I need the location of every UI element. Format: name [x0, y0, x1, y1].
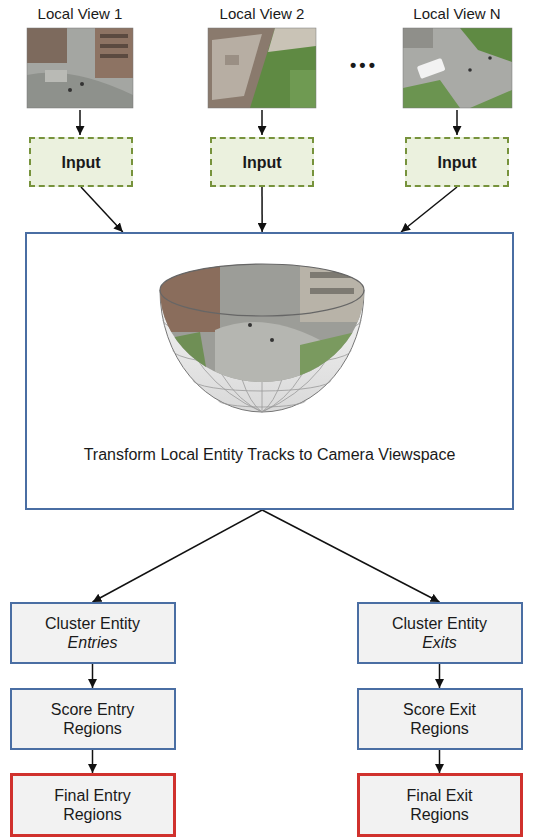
flow-arrow	[261, 187, 263, 232]
node-text: Cluster Entity	[45, 614, 140, 633]
aerial-photo	[403, 28, 512, 108]
illustration-part	[27, 73, 133, 109]
illustration-part	[488, 56, 492, 60]
illustration-part	[45, 70, 67, 82]
feed-arrow	[456, 110, 458, 135]
illustration-part	[160, 332, 210, 390]
flow-arrow	[92, 664, 94, 688]
illustration-part	[160, 262, 220, 332]
aerial-photo	[208, 28, 316, 108]
illustration-part	[212, 34, 262, 100]
flow-arrow	[262, 510, 439, 602]
node-text: Exits	[422, 633, 457, 652]
illustration-part	[403, 28, 512, 108]
photo-frame	[403, 28, 512, 108]
illustration-part	[80, 82, 84, 86]
feed-arrow	[261, 110, 263, 135]
process-box: Cluster EntityExits	[357, 602, 523, 664]
photo-frame	[208, 28, 316, 108]
illustration-part	[417, 58, 446, 79]
flow-arrow	[93, 510, 263, 602]
node-text: Transform Local Entity Tracks to Camera …	[84, 445, 456, 464]
illustration-part	[310, 288, 354, 294]
illustration-part	[468, 68, 472, 72]
node-text: Input	[437, 153, 476, 172]
aerial-photo	[27, 28, 133, 108]
illustration-part	[270, 338, 274, 342]
input-box: Input	[29, 137, 133, 187]
view-label: Local View 2	[220, 5, 305, 23]
process-box: Score Entry Regions	[10, 688, 176, 750]
photo-frame	[27, 28, 133, 108]
node-text: Input	[61, 153, 100, 172]
flow-arrow	[439, 750, 441, 773]
illustration-part	[300, 330, 364, 390]
ellipsis-mark: •••	[350, 56, 378, 74]
node-text: Final Exit Regions	[380, 786, 500, 824]
illustration-part	[470, 90, 512, 108]
illustration-part	[225, 55, 239, 65]
illustration-part	[160, 260, 364, 390]
result-box: Final Exit Regions	[357, 773, 523, 837]
flow-arrow	[81, 187, 123, 232]
illustration-part	[68, 88, 72, 92]
illustration-part	[460, 28, 512, 62]
view-label: Local View 1	[38, 5, 123, 23]
illustration-part	[268, 28, 316, 52]
node-text: Score Exit Regions	[380, 700, 500, 738]
illustration-part	[100, 44, 128, 48]
result-box: Final Entry Regions	[10, 773, 176, 837]
illustration-part	[27, 28, 133, 108]
flow-arrow	[439, 664, 441, 688]
process-box: Cluster EntityEntries	[10, 602, 176, 664]
illustration-part	[27, 28, 67, 63]
illustration-part	[95, 28, 133, 78]
flow-arrow	[401, 187, 457, 232]
illustration-part	[160, 264, 364, 316]
illustration-part	[403, 80, 460, 108]
illustration-part	[100, 34, 128, 38]
node-text: Score Entry Regions	[33, 700, 153, 738]
illustration-part	[290, 70, 316, 108]
node-text: Input	[242, 153, 281, 172]
illustration-part	[310, 272, 354, 278]
input-box: Input	[405, 137, 509, 187]
node-text: Cluster Entity	[392, 614, 487, 633]
process-box: Score Exit Regions	[357, 688, 523, 750]
illustration-part	[100, 54, 128, 58]
flow-arrow	[92, 750, 94, 773]
input-box: Input	[210, 137, 314, 187]
illustration-part	[208, 28, 316, 108]
view-label: Local View N	[413, 5, 500, 23]
node-text: Final Entry Regions	[33, 786, 153, 824]
feed-arrow	[79, 110, 81, 135]
illustration-part	[208, 28, 275, 108]
transform-box: Transform Local Entity Tracks to Camera …	[25, 232, 514, 510]
illustration-part	[160, 260, 364, 390]
node-text: Entries	[68, 633, 118, 652]
hemisphere-illustration	[160, 260, 364, 412]
illustration-part	[248, 323, 252, 327]
illustration-part	[403, 28, 433, 48]
